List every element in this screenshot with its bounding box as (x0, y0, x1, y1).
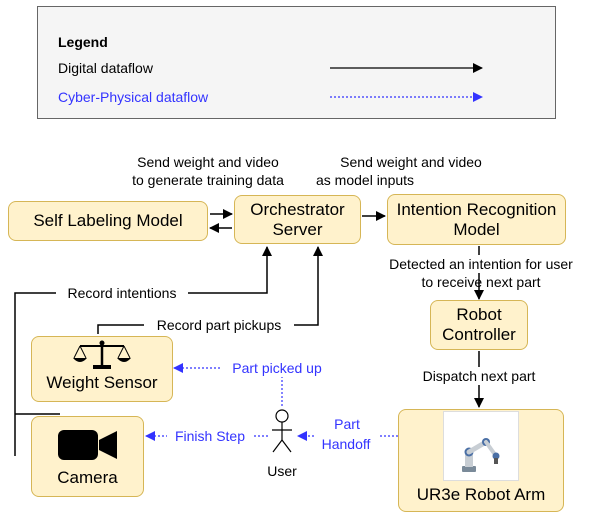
label-record-pickups: Record part pickups (144, 316, 294, 334)
orchestrator-server-node: Orchestrator Server (234, 195, 361, 244)
legend-digital-label: Digital dataflow (58, 60, 153, 76)
label-send-inputs-2: as model inputs (316, 172, 415, 188)
label-send-training-1: Send weight and video (137, 154, 279, 170)
scale-icon (73, 340, 131, 369)
video-camera-icon (57, 430, 117, 460)
robot-controller-node: Robot Controller (430, 300, 528, 350)
label-part-handoff-2: Handoff (314, 435, 378, 453)
intention-recognition-node: Intention Recognition Model (387, 194, 566, 245)
label-part-picked-up: Part picked up (222, 359, 332, 377)
self-labeling-model-label: Self Labeling Model (33, 211, 183, 230)
label-detected-1: Detected an intention for user (370, 255, 592, 273)
robot-arm-label: UR3e Robot Arm (416, 485, 546, 504)
label-record-intentions: Record intentions (56, 284, 188, 302)
legend-box: Legend Digital dataflow Cyber-Physical d… (37, 6, 556, 119)
edge-camera-to-orchestrator (14, 246, 272, 456)
legend-cyber-physical-label: Cyber-Physical dataflow (58, 89, 209, 105)
user-label: User (267, 463, 297, 479)
label-part-handoff-1: Part (334, 416, 360, 432)
self-labeling-model-node: Self Labeling Model (8, 201, 208, 241)
camera-node: Camera (31, 416, 144, 497)
robot-arm-node: UR3e Robot Arm (398, 409, 564, 512)
label-finish-step: Finish Step (167, 427, 253, 445)
weight-sensor-node: Weight Sensor (31, 336, 173, 402)
robot-controller-label: Robot Controller (442, 305, 516, 344)
label-send-inputs-1: Send weight and video (340, 154, 482, 170)
camera-label: Camera (57, 468, 118, 487)
label-detected-2: to receive next part (421, 274, 541, 290)
weight-sensor-label: Weight Sensor (46, 373, 158, 392)
robot-arm-icon (462, 438, 500, 472)
robot-arm-image (443, 411, 519, 481)
label-dispatch: Dispatch next part (412, 367, 546, 385)
legend-title: Legend (58, 34, 108, 50)
label-send-training-2: to generate training data (132, 172, 284, 188)
orchestrator-server-label: Orchestrator Server (250, 199, 345, 239)
user-figure (272, 409, 292, 453)
intention-recognition-label: Intention Recognition Model (396, 199, 557, 239)
